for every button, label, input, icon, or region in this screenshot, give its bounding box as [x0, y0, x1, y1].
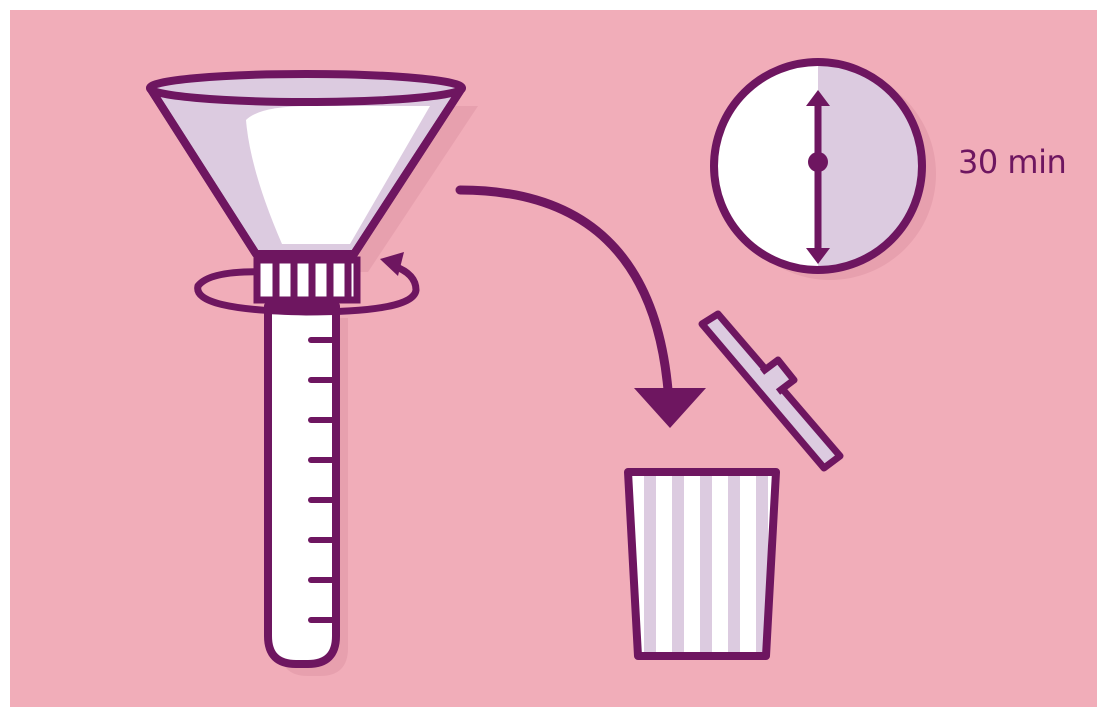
tube-body [268, 306, 336, 664]
bin-body [628, 472, 776, 656]
timer-pivot [808, 152, 828, 172]
funnel-rim [150, 74, 462, 102]
instruction-panel: 30 min [10, 10, 1097, 707]
screw-cap [257, 260, 357, 300]
timer-duration-label: 30 min [958, 146, 1066, 178]
graduated-tube-icon [268, 306, 348, 676]
instruction-illustration [10, 10, 1097, 707]
